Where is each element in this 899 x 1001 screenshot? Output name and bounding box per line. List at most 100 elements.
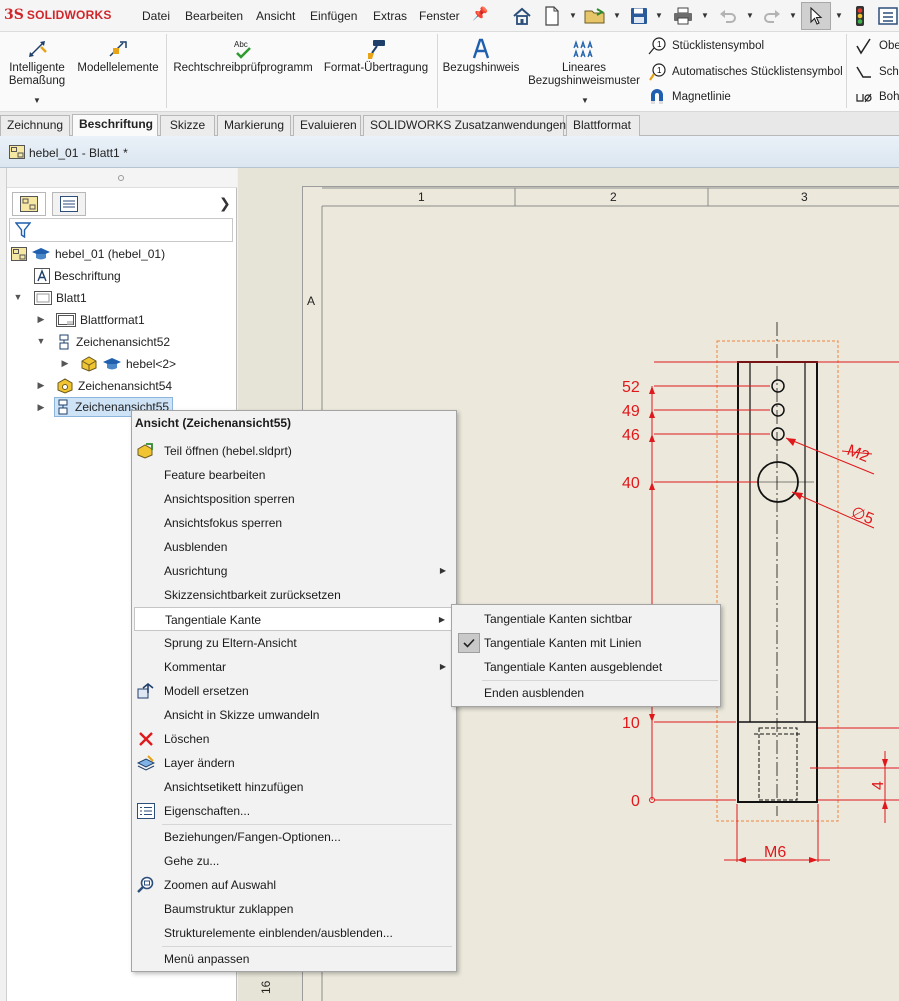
note-button[interactable]: Bezugshinweis (440, 38, 522, 75)
select-dropdown-chevron-icon[interactable]: ▼ (835, 11, 843, 20)
menu-hide[interactable]: Ausblenden (134, 535, 454, 559)
panel-resize-grip[interactable] (7, 168, 237, 188)
smart-dimension-dropdown-chevron-icon[interactable]: ▼ (33, 96, 41, 105)
hole-49[interactable] (771, 403, 785, 417)
options-icon[interactable] (876, 4, 899, 28)
redo-icon[interactable] (760, 4, 784, 28)
submenu-tangent-removed[interactable]: Tangentiale Kanten ausgeblendet (454, 655, 718, 679)
menu-collapse-tree[interactable]: Baumstruktur zuklappen (134, 897, 454, 921)
linear-note-dropdown-chevron-icon[interactable]: ▼ (581, 96, 589, 105)
submenu-hide-ends[interactable]: Enden ausblenden (454, 681, 718, 705)
ordinate-text-40[interactable]: 40 (622, 475, 640, 492)
expand-view52-chevron-icon[interactable]: ▼ (36, 336, 46, 346)
menu-jump-to-parent[interactable]: Sprung zu Eltern-Ansicht (134, 631, 454, 655)
expand-sheetformat-chevron-icon[interactable]: ▶ (37, 314, 45, 324)
ordinate-text-46[interactable]: 46 (622, 427, 640, 444)
menu-relations-snaps[interactable]: Beziehungen/Fangen-Optionen... (134, 825, 454, 849)
menu-comment[interactable]: Kommentar ▶ (134, 655, 454, 679)
pin-menu-icon[interactable]: 📌 (472, 6, 489, 21)
redo-dropdown-chevron-icon[interactable]: ▼ (789, 11, 797, 20)
dimension-m2[interactable]: M2 (845, 442, 872, 466)
tab-skizze[interactable]: Skizze (160, 115, 215, 136)
menu-zoom-to-selection[interactable]: Zoomen auf Auswahl (134, 873, 454, 897)
tree-item-sheet-format[interactable]: Blattformat1 (56, 310, 145, 330)
menu-customize[interactable]: Menü anpassen (134, 947, 454, 971)
menu-alignment[interactable]: Ausrichtung ▶ (134, 559, 454, 583)
menu-datei[interactable]: Datei (142, 9, 171, 23)
dimension-diameter-5[interactable]: ∅5 (849, 504, 877, 528)
spell-check-button[interactable]: Abc Rechtschreibprüfprogramm (170, 38, 316, 75)
weld-symbol-button[interactable]: Sch (855, 63, 899, 81)
tree-item-annotations[interactable]: Beschriftung (34, 266, 121, 286)
submenu-tangent-with-lines[interactable]: Tangentiale Kanten mit Linien (454, 631, 718, 655)
smart-dimension-button[interactable]: Intelligente Bemaßung (4, 38, 70, 88)
expand-part-chevron-icon[interactable]: ▶ (61, 358, 69, 368)
ordinate-text-52[interactable]: 52 (622, 379, 640, 396)
hole-callout-button[interactable]: Boh (855, 88, 899, 106)
surface-finish-button[interactable]: Obe (855, 37, 899, 55)
ordinate-text-10[interactable]: 10 (622, 715, 640, 732)
tab-beschriftung[interactable]: Beschriftung (72, 114, 158, 136)
open-dropdown-chevron-icon[interactable]: ▼ (613, 11, 621, 20)
view-bounding-box[interactable] (716, 340, 839, 822)
auto-balloon-button[interactable]: 1 Automatisches Stücklistensymbol (648, 63, 843, 81)
ordinate-text-0[interactable]: 0 (631, 793, 640, 810)
tree-root-drawing[interactable]: hebel_01 (hebel_01) (11, 244, 165, 264)
menu-tangent-edge[interactable]: Tangentiale Kante ▶ (134, 607, 454, 631)
menu-show-hide-tree-items[interactable]: Strukturelemente einblenden/ausblenden..… (134, 921, 454, 945)
menu-goto[interactable]: Gehe zu... (134, 849, 454, 873)
tree-filter-field[interactable] (9, 218, 233, 242)
tree-item-view54[interactable]: Zeichenansicht54 (56, 376, 172, 396)
print-dropdown-chevron-icon[interactable]: ▼ (701, 11, 709, 20)
tab-markierung[interactable]: Markierung (217, 115, 291, 136)
panel-more-tabs-chevron-icon[interactable]: ❯ (219, 195, 231, 211)
menu-delete[interactable]: Löschen (134, 727, 454, 751)
menu-add-view-label[interactable]: Ansichtsetikett hinzufügen (134, 775, 454, 799)
menu-bearbeiten[interactable]: Bearbeiten (185, 9, 244, 23)
save-icon[interactable] (627, 4, 651, 28)
menu-edit-feature[interactable]: Feature bearbeiten (134, 463, 454, 487)
expand-view54-chevron-icon[interactable]: ▶ (37, 380, 45, 390)
menu-properties[interactable]: Eigenschaften... (134, 799, 454, 823)
dimension-4[interactable]: 4 (870, 781, 887, 790)
home-icon[interactable] (510, 4, 534, 28)
menu-open-part[interactable]: Teil öffnen (hebel.sldprt) (134, 439, 454, 463)
dimension-m6[interactable]: M6 (764, 844, 786, 861)
menu-change-layer[interactable]: Layer ändern (134, 751, 454, 775)
new-document-icon[interactable] (540, 4, 564, 28)
model-items-button[interactable]: Modellelemente (74, 38, 162, 75)
tree-item-part[interactable]: hebel<2> (80, 354, 176, 374)
select-cursor-icon[interactable] (801, 2, 831, 30)
tab-solidworks-zusatzanwendungen[interactable]: SOLIDWORKS Zusatzanwendungen (363, 115, 566, 136)
menu-lock-view-focus[interactable]: Ansichtsfokus sperren (134, 511, 454, 535)
menu-replace-model[interactable]: Modell ersetzen (134, 679, 454, 703)
expand-view55-chevron-icon[interactable]: ▶ (37, 402, 45, 412)
menu-extras[interactable]: Extras (373, 9, 408, 23)
solidworks-logo[interactable]: 3S SOLIDWORKS (4, 7, 112, 23)
open-folder-icon[interactable] (583, 4, 607, 28)
submenu-tangent-visible[interactable]: Tangentiale Kanten sichtbar (454, 607, 718, 631)
expand-sheet-chevron-icon[interactable]: ▼ (13, 292, 23, 302)
ordinate-text-49[interactable]: 49 (622, 403, 640, 420)
tab-blattformat[interactable]: Blattformat (566, 115, 640, 136)
hole-52[interactable] (771, 379, 785, 393)
balloon-button[interactable]: 1 Stücklistensymbol (648, 37, 764, 55)
menu-lock-view-position[interactable]: Ansichtsposition sperren (134, 487, 454, 511)
print-icon[interactable] (671, 4, 695, 28)
menu-convert-to-sketch[interactable]: Ansicht in Skizze umwandeln (134, 703, 454, 727)
rebuild-traffic-light-icon[interactable] (848, 4, 872, 28)
tree-item-view52[interactable]: Zeichenansicht52 (56, 332, 170, 352)
undo-dropdown-chevron-icon[interactable]: ▼ (746, 11, 754, 20)
propertymanager-tab[interactable] (52, 192, 86, 216)
menu-ansicht[interactable]: Ansicht (256, 9, 296, 23)
menu-reset-sketch-visibility[interactable]: Skizzensichtbarkeit zurücksetzen (134, 583, 454, 607)
format-painter-button[interactable]: Format-Übertragung (320, 38, 432, 75)
undo-icon[interactable] (716, 4, 740, 28)
tab-evaluieren[interactable]: Evaluieren (293, 115, 361, 136)
linear-note-pattern-button[interactable]: Lineares Bezugshinweismuster (526, 38, 642, 88)
magnetic-line-button[interactable]: Magnetlinie (648, 88, 731, 106)
hole-46[interactable] (771, 427, 785, 441)
menu-einfuegen[interactable]: Einfügen (310, 9, 358, 23)
new-dropdown-chevron-icon[interactable]: ▼ (569, 11, 577, 20)
menu-fenster[interactable]: Fenster (419, 9, 460, 23)
